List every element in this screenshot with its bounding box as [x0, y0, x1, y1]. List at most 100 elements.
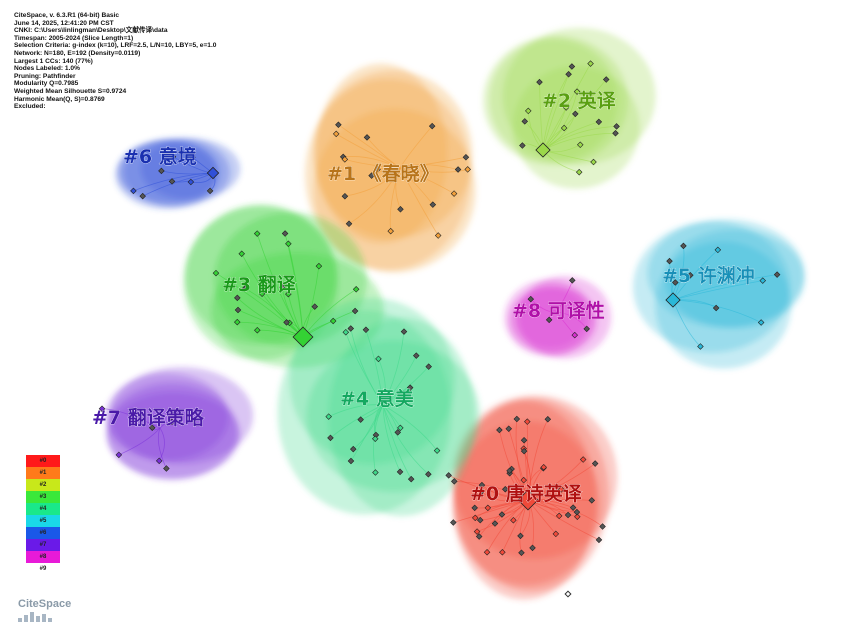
network-node[interactable] [714, 246, 722, 254]
cluster-label-0[interactable]: #0 唐诗英译 [470, 482, 583, 506]
network-node[interactable] [253, 230, 261, 237]
network-node[interactable] [545, 316, 553, 324]
network-node[interactable] [396, 468, 404, 476]
network-node[interactable] [278, 283, 286, 291]
network-node[interactable] [579, 456, 587, 463]
network-node[interactable] [285, 240, 292, 247]
network-node[interactable] [536, 78, 543, 86]
network-node[interactable] [520, 447, 528, 455]
network-node[interactable] [499, 548, 506, 556]
network-node[interactable] [666, 257, 673, 265]
network-node[interactable] [433, 447, 441, 454]
network-node[interactable] [450, 519, 457, 526]
network-node[interactable] [519, 142, 526, 149]
network-node[interactable] [587, 60, 594, 67]
network-node[interactable] [759, 277, 767, 284]
network-node[interactable] [757, 319, 765, 326]
network-node[interactable] [329, 317, 337, 325]
network-node[interactable] [168, 418, 176, 426]
network-node[interactable] [206, 187, 214, 195]
network-node[interactable] [595, 118, 603, 126]
network-node[interactable] [234, 318, 241, 326]
network-node[interactable] [347, 325, 355, 332]
network-node[interactable] [406, 384, 414, 391]
network-node[interactable] [562, 104, 570, 111]
network-node[interactable] [400, 328, 408, 335]
network-node[interactable] [155, 457, 163, 465]
network-node[interactable] [595, 536, 603, 544]
network-node[interactable] [341, 192, 349, 200]
network-node[interactable] [363, 134, 371, 141]
network-node[interactable] [521, 118, 529, 125]
network-node[interactable] [498, 511, 506, 518]
network-node[interactable] [238, 250, 245, 257]
network-node[interactable] [450, 190, 458, 197]
network-node[interactable] [565, 71, 572, 78]
network-node[interactable] [478, 481, 486, 489]
network-node[interactable] [434, 232, 442, 239]
cluster-label-5[interactable]: #5 许渊冲 [662, 264, 755, 288]
network-node[interactable] [350, 445, 357, 453]
network-node[interactable] [475, 533, 483, 540]
network-node[interactable] [327, 434, 334, 442]
network-node[interactable] [599, 523, 606, 530]
network-node[interactable] [687, 271, 694, 279]
network-node[interactable] [394, 429, 401, 436]
network-node[interactable] [375, 355, 382, 363]
network-node[interactable] [283, 319, 290, 326]
cluster-label-2[interactable]: #2 英译 [542, 89, 617, 113]
network-node[interactable] [483, 549, 491, 556]
network-node[interactable] [285, 290, 292, 298]
network-node[interactable] [524, 418, 531, 425]
network-node[interactable] [425, 470, 432, 478]
network-node[interactable] [525, 107, 532, 115]
network-node[interactable] [517, 532, 524, 540]
network-node[interactable] [552, 530, 560, 538]
network-node[interactable] [462, 154, 470, 161]
network-node[interactable] [506, 467, 513, 475]
network-node[interactable] [572, 110, 579, 118]
network-node[interactable] [407, 475, 415, 483]
network-node[interactable] [496, 426, 503, 434]
network-node[interactable] [341, 156, 349, 163]
network-node[interactable] [325, 413, 332, 420]
cluster-label-6[interactable]: #6 意境 [123, 145, 197, 169]
network-node[interactable] [571, 331, 579, 339]
cluster-label-3[interactable]: #3 翻译 [222, 273, 297, 297]
network-node[interactable] [454, 166, 462, 173]
network-node[interactable] [332, 130, 340, 138]
network-node[interactable] [425, 363, 432, 370]
network-node[interactable] [362, 326, 370, 334]
network-node[interactable] [368, 172, 375, 179]
network-node[interactable] [564, 511, 572, 519]
network-node[interactable] [189, 153, 196, 161]
network-node[interactable] [613, 123, 620, 130]
network-node[interactable] [335, 121, 342, 128]
network-node[interactable] [351, 307, 359, 315]
network-node[interactable] [372, 469, 379, 476]
network-node[interactable] [98, 405, 106, 412]
network-node[interactable] [583, 325, 590, 333]
hub-node[interactable] [206, 166, 220, 180]
network-node[interactable] [573, 508, 581, 516]
network-node[interactable] [591, 460, 599, 467]
network-node[interactable] [588, 497, 596, 504]
network-node[interactable] [413, 352, 420, 359]
network-node[interactable] [345, 220, 353, 228]
hub-node[interactable] [292, 326, 314, 348]
network-node[interactable] [315, 262, 323, 270]
cluster-label-7[interactable]: #7 翻译策略 [92, 406, 205, 430]
network-node[interactable] [281, 230, 289, 237]
network-node[interactable] [428, 122, 436, 130]
network-node[interactable] [187, 178, 195, 186]
network-node[interactable] [573, 88, 581, 95]
network-node[interactable] [773, 271, 781, 278]
network-node[interactable] [471, 514, 479, 522]
network-node[interactable] [234, 306, 242, 314]
network-node[interactable] [371, 435, 379, 443]
network-node[interactable] [357, 416, 364, 423]
network-node[interactable] [590, 158, 597, 166]
network-node[interactable] [602, 76, 610, 83]
network-node[interactable] [672, 279, 679, 286]
network-node[interactable] [564, 590, 572, 598]
